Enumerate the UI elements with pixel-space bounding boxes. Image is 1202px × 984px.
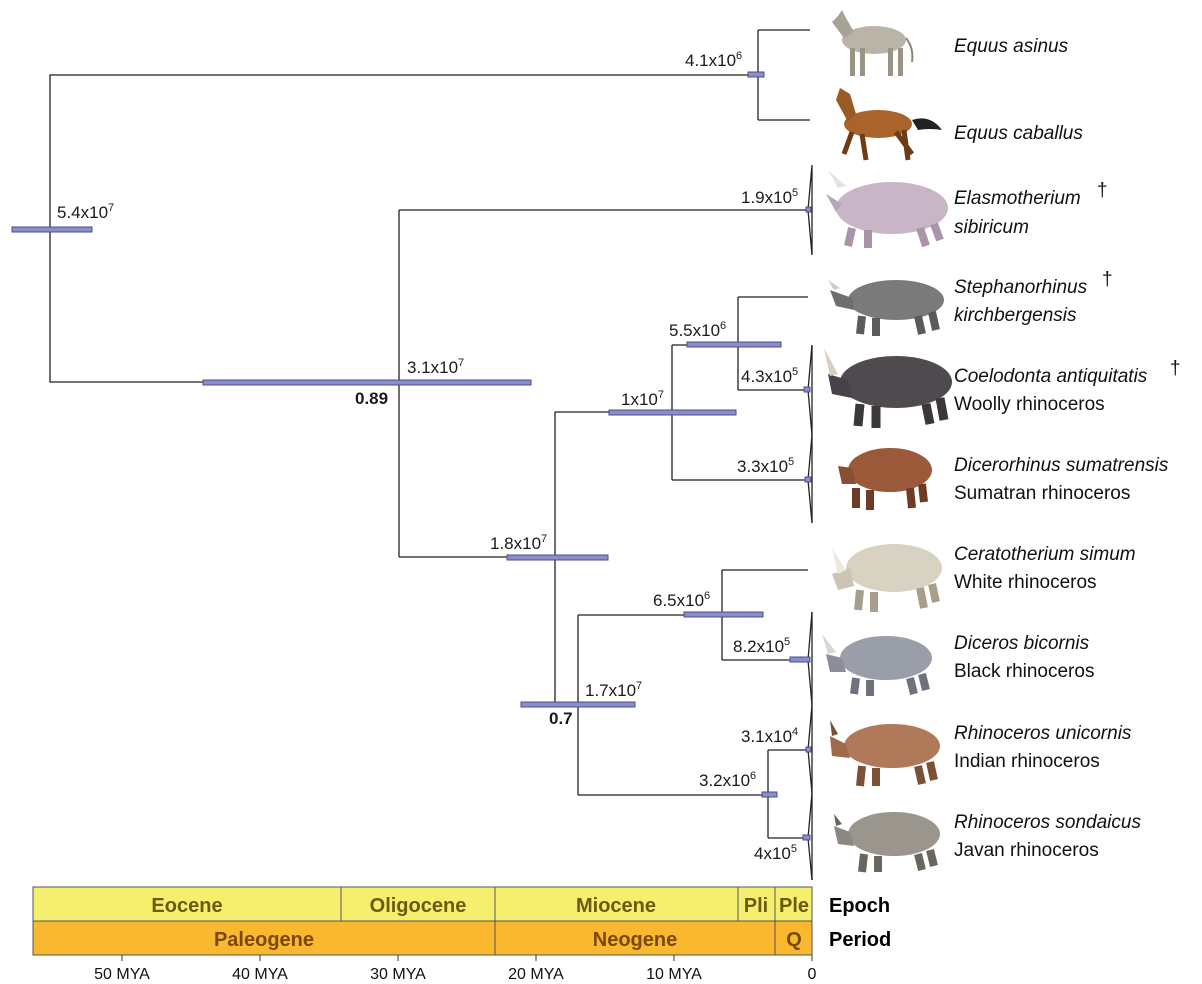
hpd-bar-65 [684,612,763,617]
axis-tick-10: 10 MYA [646,966,702,983]
common-javan: Javan rhinoceros [954,840,1099,861]
taxon-ceratotherium: Ceratotherium simum [954,544,1136,565]
period-label-neogene: Neogene [593,929,677,951]
hpd-bar-elasmotherium [806,207,811,212]
epoch-label-miocene: Miocene [576,895,656,917]
axis-tick-30: 30 MYA [370,966,426,983]
extinct-dagger: † [1097,180,1108,201]
horse-illustration [836,88,942,160]
branch-root-ingroup [50,230,399,382]
ceratotherium-illustration [832,544,942,612]
animal-illustrations [822,10,952,872]
elasmotherium-illustration [826,170,948,248]
hpd-bar-equus [748,72,764,77]
taxon-labels: Equus asinus Equus caballus Elasmotheriu… [954,36,1181,861]
node-label-33: 3.3x105 [737,456,794,476]
epoch-label-oligocene: Oligocene [370,895,467,917]
axis-tick-20: 20 MYA [508,966,564,983]
hpd-bar-82 [790,657,810,662]
epoch-label-pleistocene: Ple [779,895,809,917]
axis-tick-50: 50 MYA [94,966,150,983]
node-label-1x107: 1x107 [621,389,664,409]
diceros-illustration [822,634,932,696]
node-label-17: 1.7x107 [585,680,642,700]
common-black: Black rhinoceros [954,661,1094,682]
branch-root-outgroup [50,75,758,230]
taxon-elasmotherium: Elasmotherium [954,188,1081,209]
extinct-dagger: † [1102,269,1113,290]
node-label-32: 3.2x106 [699,770,756,790]
node-label-43: 4.3x105 [741,366,798,386]
hpd-bars [12,72,811,840]
hpd-bar-55 [687,342,781,347]
taxon-unicornis: Rhinoceros unicornis [954,723,1132,744]
node-label-4e5: 4x105 [754,843,797,863]
epoch-label-pliocene: Pli [744,895,768,917]
hpd-bar-1x107 [609,410,736,415]
hpd-bar-33 [805,477,811,482]
hpd-bar-43 [804,387,810,392]
node-label-65: 6.5x106 [653,590,710,610]
hpd-bar-32 [762,792,777,797]
taxon-kirchbergensis: kirchbergensis [954,305,1077,326]
taxon-diceros: Diceros bicornis [954,633,1090,654]
node-label-31e4: 3.1x104 [741,726,798,746]
timescale: Eocene Oligocene Miocene Pli Ple Paleoge… [33,887,891,983]
hpd-bar-31e4 [806,747,811,752]
period-label-paleogene: Paleogene [214,929,314,951]
hpd-bar-4e5 [803,835,810,840]
unicornis-illustration [830,720,940,786]
support-value-089: 0.89 [355,389,388,408]
extinct-dagger: † [1170,358,1181,379]
taxon-equus-caballus: Equus caballus [954,123,1083,144]
coelodonta-illustration [824,348,952,428]
branch-equus [758,30,810,120]
common-sumatran: Sumatran rhinoceros [954,483,1130,504]
taxon-sibiricum: sibiricum [954,217,1029,238]
taxon-dicerorhinus: Dicerorhinus sumatrensis [954,455,1169,476]
common-white: White rhinoceros [954,572,1097,593]
row-label-epoch: Epoch [829,895,890,917]
taxon-equus-asinus: Equus asinus [954,36,1069,57]
hpd-bar-17 [521,702,635,707]
branches [50,30,810,838]
taxon-coelodonta: Coelodonta antiquitatis [954,366,1148,387]
period-label-quaternary: Q [786,929,802,951]
taxon-sondaicus: Rhinoceros sondaicus [954,812,1141,833]
node-label-equus: 4.1x106 [685,50,742,70]
row-label-period: Period [829,929,891,951]
axis-tick-40: 40 MYA [232,966,288,983]
hpd-bar-root [12,227,92,232]
epoch-label-eocene: Eocene [151,895,222,917]
axis-tick-0: 0 [808,966,817,983]
node-label-elasmotherium: 1.9x105 [741,187,798,207]
dicerorhinus-illustration [838,448,932,510]
sondaicus-illustration [834,812,940,872]
node-labels: 5.4x107 4.1x106 1.9x105 3.1x107 5.5x106 … [57,50,798,863]
taxon-stephanorhinus: Stephanorhinus [954,277,1088,298]
node-label-31: 3.1x107 [407,357,464,377]
stephanorhinus-illustration [828,280,944,336]
donkey-illustration [832,10,912,76]
clade-wedges [808,165,812,880]
hpd-bar-31 [203,380,531,385]
support-value-07: 0.7 [549,709,573,728]
common-indian: Indian rhinoceros [954,751,1100,772]
node-label-18: 1.8x107 [490,533,547,553]
common-woolly: Woolly rhinoceros [954,394,1105,415]
node-label-55: 5.5x106 [669,320,726,340]
hpd-bar-18 [507,555,608,560]
node-label-82: 8.2x105 [733,636,790,656]
node-label-root: 5.4x107 [57,202,114,222]
